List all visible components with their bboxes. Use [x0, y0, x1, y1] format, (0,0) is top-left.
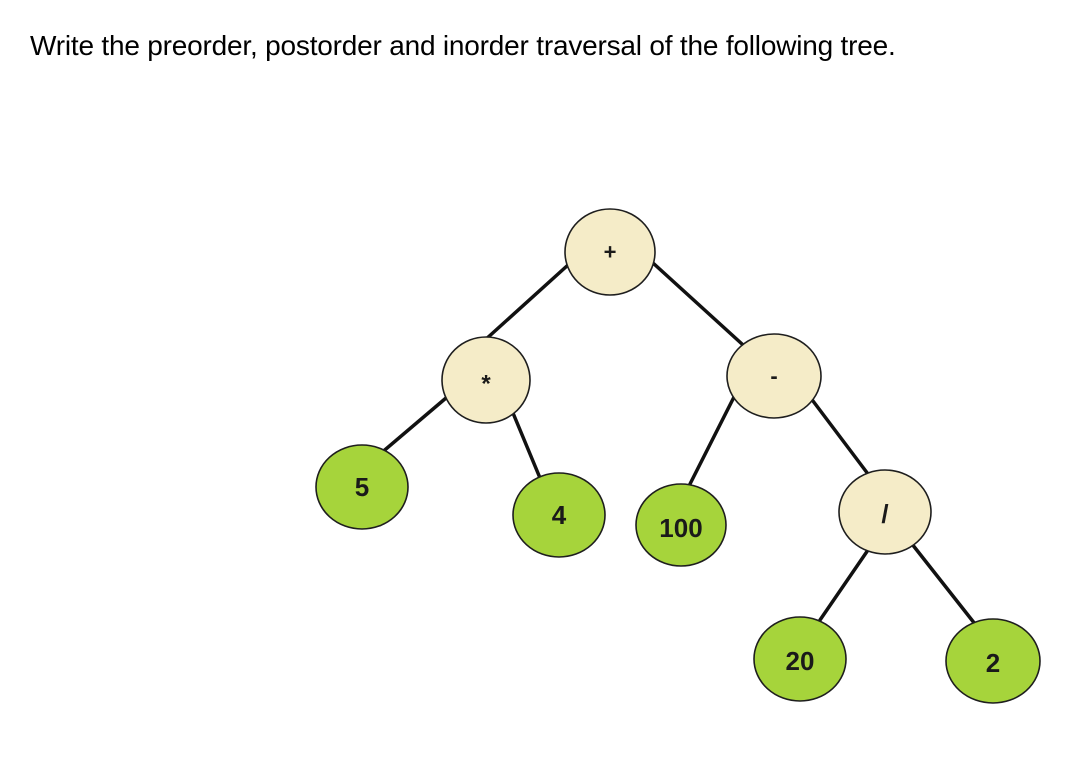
operand-node-circle [945, 618, 1041, 704]
operator-node-circle [726, 333, 822, 419]
operand-node-circle [315, 444, 409, 530]
node-label: 20 [786, 646, 815, 676]
node-label: 2 [986, 648, 1000, 678]
tree-node-plus: + [564, 208, 656, 296]
node-label: + [604, 240, 617, 265]
tree-node-n5: 5 [315, 444, 409, 530]
operator-node-circle [564, 208, 656, 296]
tree-node-mul: * [441, 336, 531, 424]
node-label: 5 [355, 472, 369, 502]
tree-node-n20: 20 [753, 616, 847, 702]
node-label: 100 [659, 513, 702, 543]
edge-mul-n5 [378, 396, 448, 456]
node-label: * [481, 371, 491, 398]
tree-node-n4: 4 [512, 472, 606, 558]
node-label: 4 [552, 500, 567, 530]
edge-div-n20 [818, 548, 870, 622]
edge-minus-div [808, 395, 870, 476]
edge-plus-mul [483, 263, 570, 342]
node-label: / [881, 499, 888, 529]
operand-node-circle [753, 616, 847, 702]
tree-nodes: + * - 5 4 100 / 20 2 [315, 208, 1041, 704]
operand-node-circle [635, 483, 727, 567]
tree-node-n100: 100 [635, 483, 727, 567]
tree-node-div: / [838, 469, 932, 555]
edge-mul-n4 [511, 411, 542, 480]
node-label: - [770, 364, 777, 389]
tree-edges [378, 261, 977, 626]
operator-node-circle [441, 336, 531, 424]
edge-plus-minus [651, 261, 744, 346]
edge-minus-n100 [688, 395, 736, 486]
tree-node-minus: - [726, 333, 822, 419]
operator-node-circle [838, 469, 932, 555]
edge-div-n2 [910, 542, 977, 626]
operand-node-circle [512, 472, 606, 558]
question-text: Write the preorder, postorder and inorde… [30, 30, 896, 61]
tree-node-n2: 2 [945, 618, 1041, 704]
